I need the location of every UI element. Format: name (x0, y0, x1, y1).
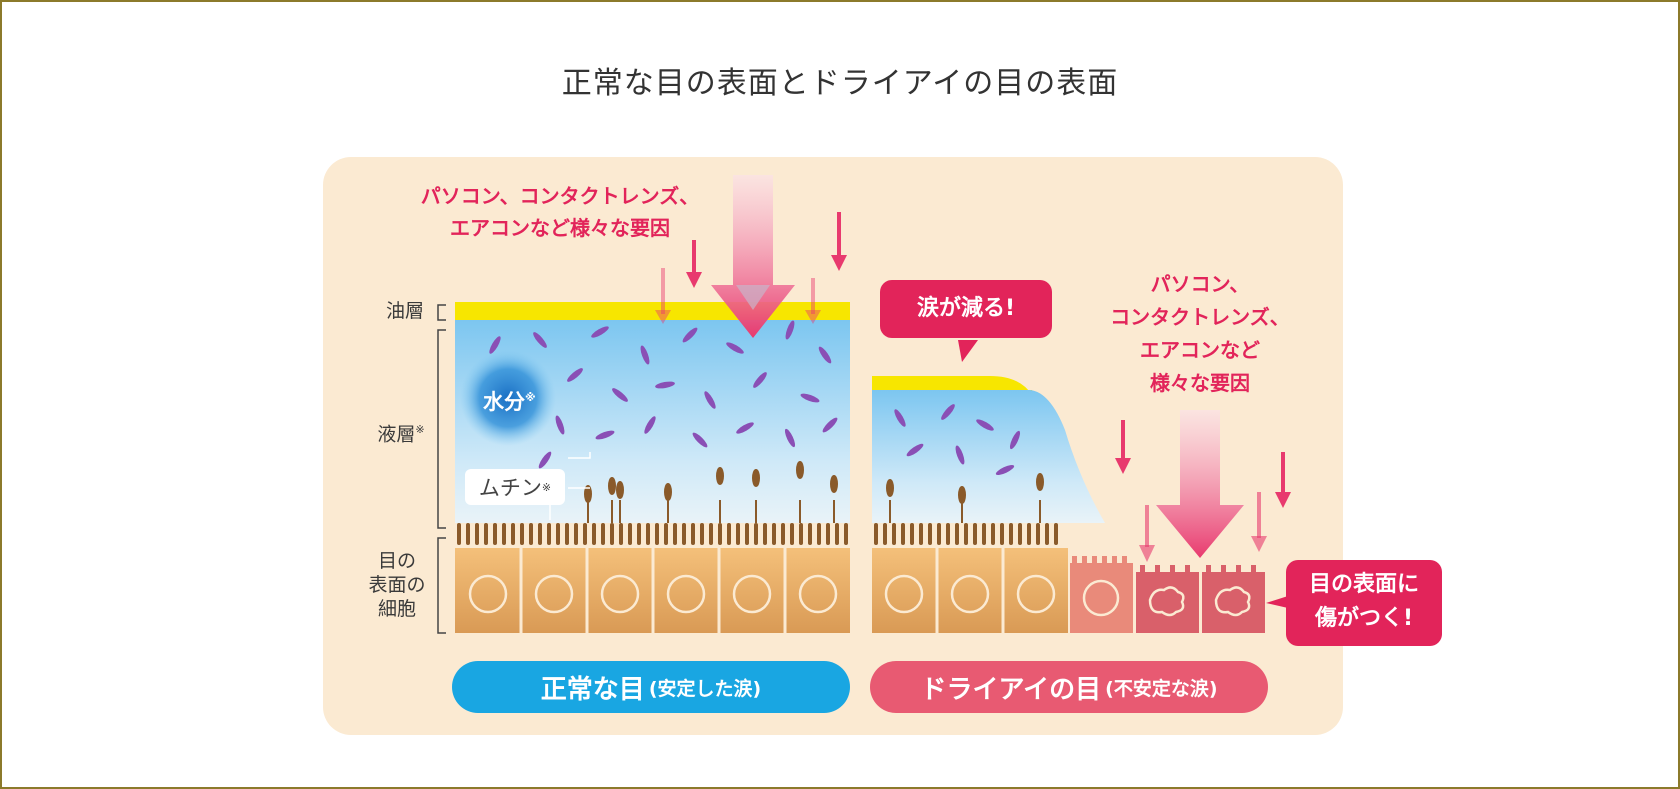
cell-layer-dry-healthy (872, 548, 1068, 633)
bubble-tail-tears (958, 340, 978, 362)
causes-text-right: パソコン、 コンタクトレンズ、 エアコンなど 様々な要因 (1090, 268, 1310, 400)
causes-text-left: パソコン、コンタクトレンズ、 エアコンなど様々な要因 (400, 180, 720, 244)
big-arrow-right (1156, 410, 1244, 558)
damaged-cell-1 (1070, 563, 1133, 633)
caption-dry-eye: ドライアイの目(不安定な涙) (870, 661, 1268, 713)
damaged-cell-3 (1202, 572, 1265, 633)
bubble-tail-damage (1266, 596, 1288, 608)
caption-normal-eye: 正常な目(安定した涙) (452, 661, 850, 713)
label-water: 水分※ (483, 386, 536, 416)
label-oil-layer: 油層 (375, 299, 435, 323)
tears-decrease-callout: 涙が減る! (880, 280, 1052, 338)
surface-damage-callout: 目の表面に 傷がつく! (1286, 560, 1442, 646)
layer-brackets (438, 305, 446, 633)
label-mucin: ムチン※ (465, 469, 565, 505)
damaged-cell-2 (1136, 572, 1199, 633)
label-liquid-layer: 液層※ (368, 418, 434, 446)
oil-layer-normal (455, 302, 850, 320)
label-surface-cells: 目の 表面の 細胞 (362, 549, 432, 621)
liquid-layer-dry (872, 390, 1105, 523)
